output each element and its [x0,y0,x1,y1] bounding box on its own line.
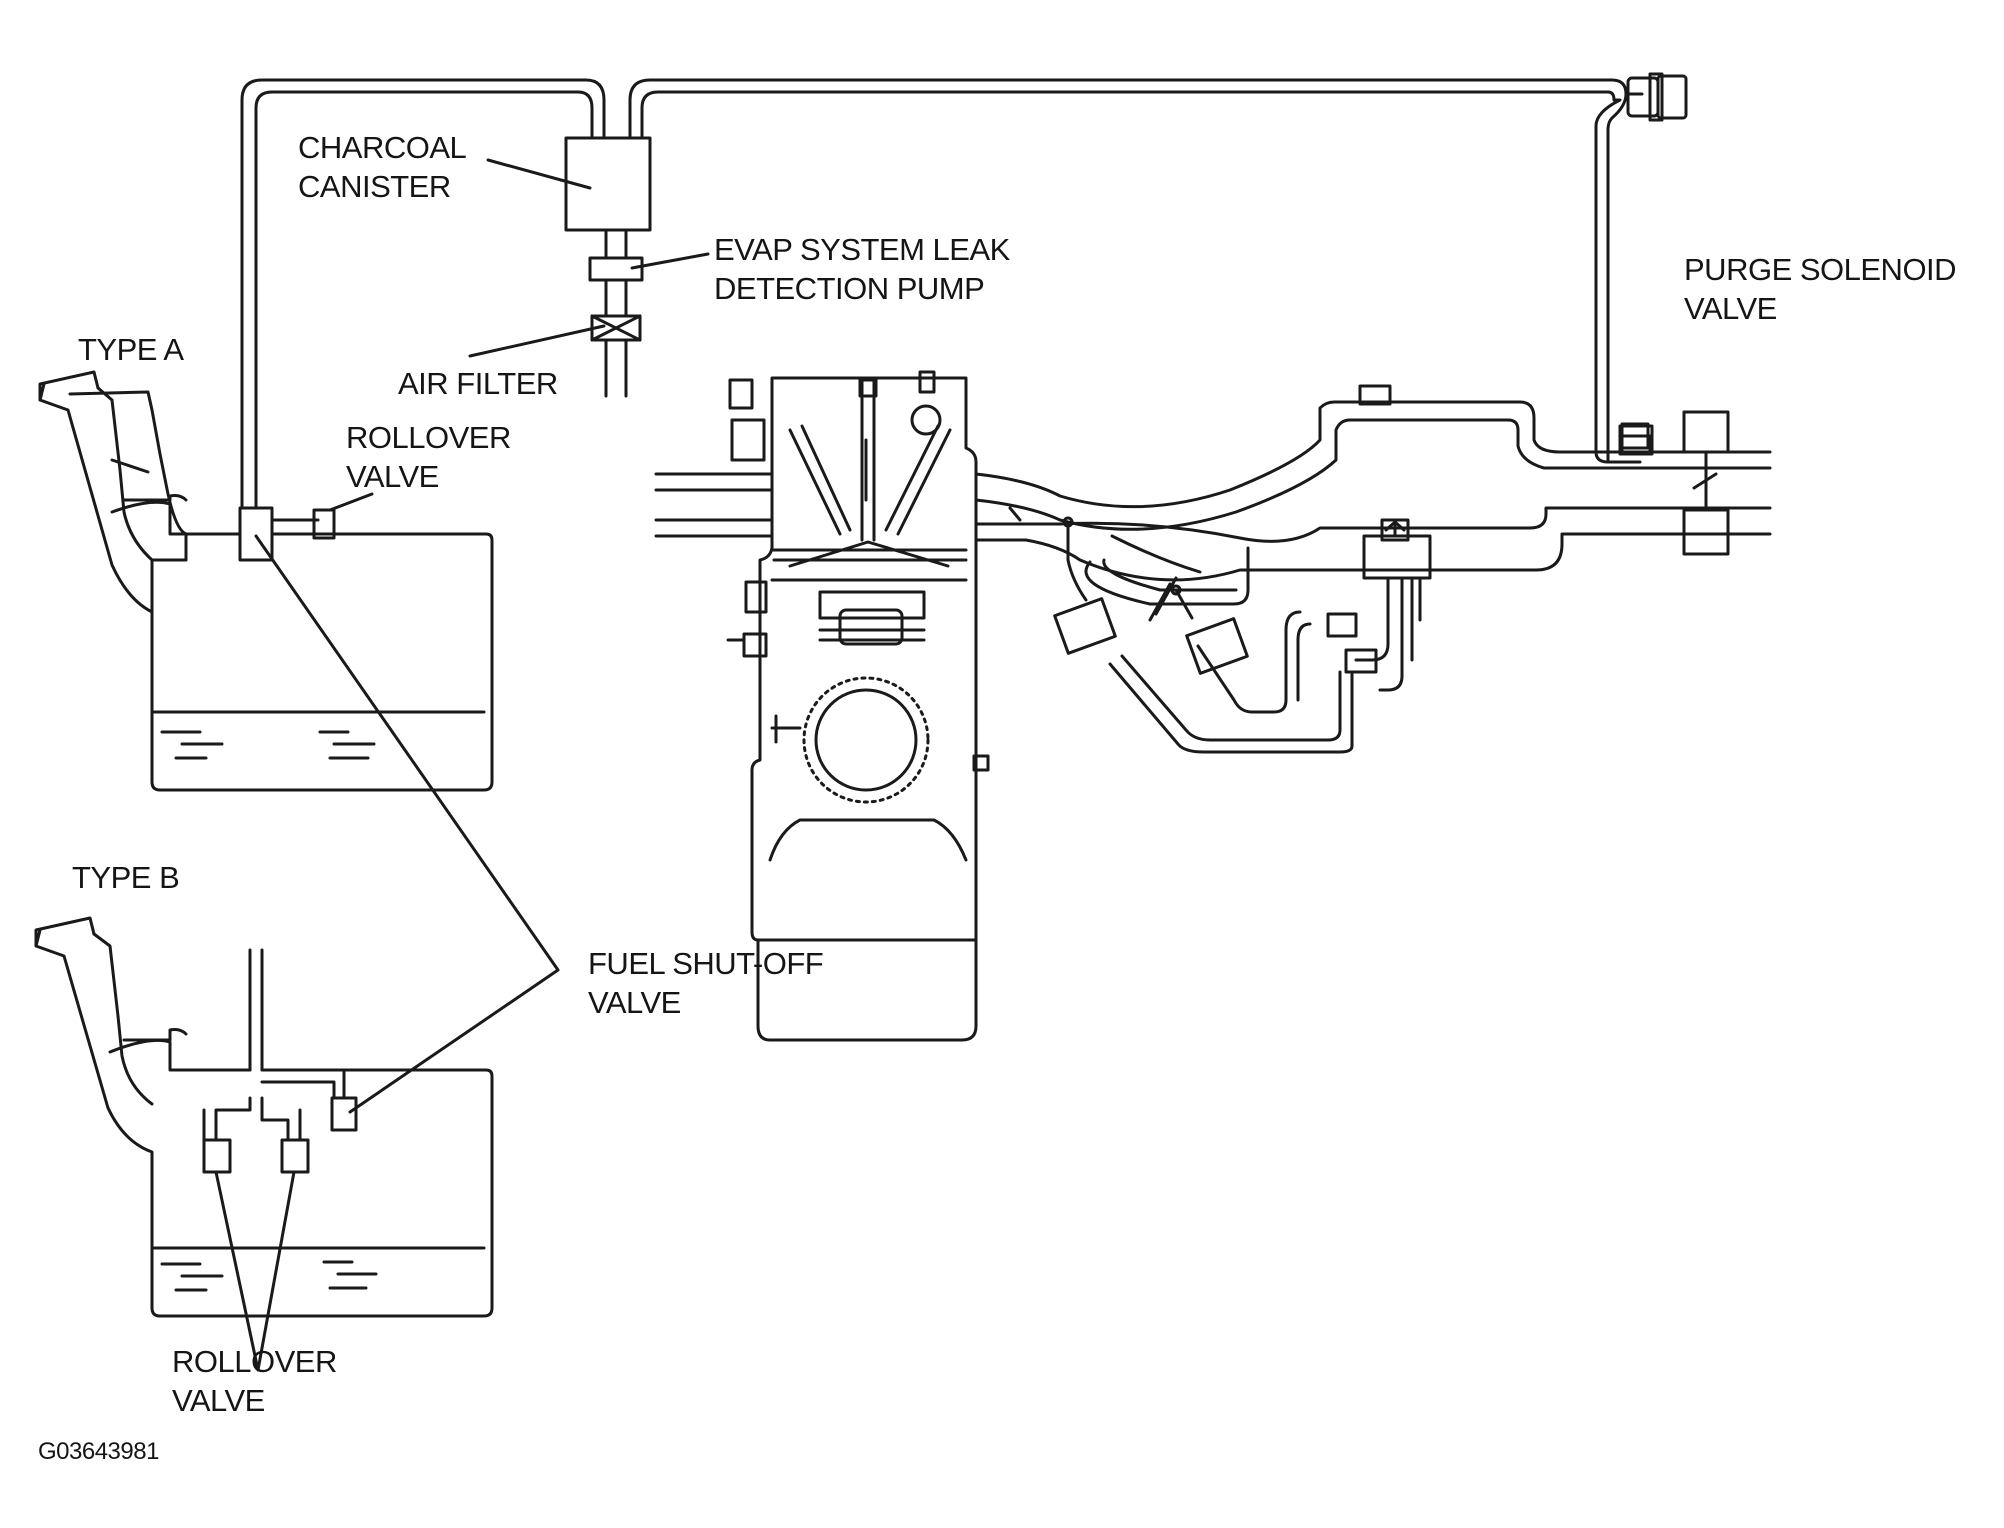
fuel-tank-type-a [38,370,494,792]
type-b-label: TYPE B [72,860,180,895]
fuel-tank-type-b [34,916,494,1318]
leak-detection-pump [588,256,644,282]
rollover-b-leader-lines [214,1170,296,1372]
air-filter-label: AIR FILTER [398,366,558,401]
tank-b-internal-lines [202,948,346,1142]
fuel-shutoff-valve-b [330,1096,358,1132]
vapor-hose-tank-to-canister [240,78,606,510]
shutoff-leader-lines [254,534,560,1114]
pump-leader-line [630,252,710,270]
charcoal-canister [564,136,652,232]
intake-manifold [654,400,1772,582]
figure-code: G03643981 [38,1438,159,1465]
rollover-valve-b-left [202,1138,232,1174]
fresh-air-tube [604,228,628,398]
fuel-shutoff-label: FUEL SHUT-OFF VALVE [588,946,824,1020]
rollover-valve-b-label: ROLLOVER VALVE [172,1344,337,1418]
rollover-valve-a-label: ROLLOVER VALVE [346,420,511,494]
purge-hose-canister-to-solenoid [628,78,1644,454]
purge-connector [1626,72,1688,122]
air-filter-leader-line [468,324,606,358]
canister-leader-line [486,158,592,190]
tank-a-top [184,518,324,536]
type-a-label: TYPE A [78,332,184,367]
fuel-shutoff-valve-a [238,506,274,562]
rollover-a-leader-line [328,492,374,512]
rollover-valve-b-right [280,1138,310,1174]
leak-detection-pump-label: EVAP SYSTEM LEAK DETECTION PUMP [714,232,1010,306]
purge-solenoid-valve [1594,422,1650,464]
charcoal-canister-label: CHARCOAL CANISTER [298,130,467,204]
exhaust-pipes [1084,546,1250,622]
rollover-valve-a [312,508,336,540]
throttle-section [1358,384,1730,556]
engine-block [726,370,990,1042]
vacuum-lines [1008,506,1432,754]
purge-solenoid-label: PURGE SOLENOID VALVE [1684,252,1957,326]
